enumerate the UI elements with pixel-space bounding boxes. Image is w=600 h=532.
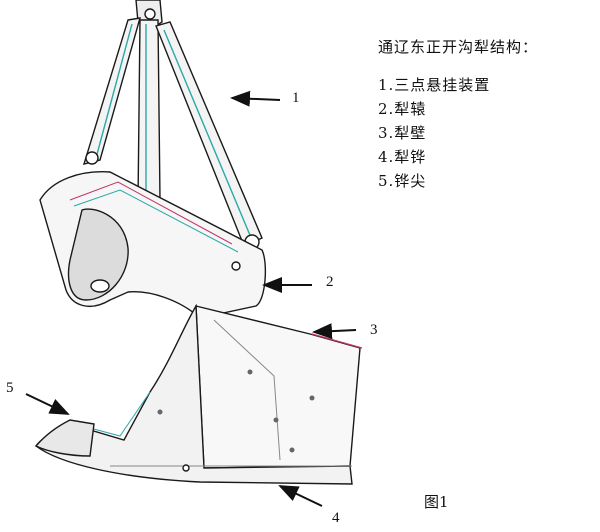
- callout-label-2: 2: [326, 274, 334, 290]
- legend-item-share: 4.犁铧: [378, 148, 427, 166]
- share-point: [34, 419, 95, 457]
- legend-item-mouldboard: 3.犁壁: [378, 124, 427, 142]
- legend-item-beam: 2.犁辕: [378, 100, 427, 118]
- legend-item-share-point: 5.铧尖: [378, 172, 427, 190]
- mouldboard: [195, 305, 363, 469]
- callout-arrow-3: [312, 323, 357, 340]
- callout-arrow-1: [230, 90, 281, 107]
- plough-beam: [39, 171, 267, 319]
- legend-title: 通辽东正开沟犁结构：: [378, 38, 539, 56]
- figure-caption: 图1: [424, 493, 449, 511]
- callout-label-1: 1: [292, 90, 300, 106]
- structure-legend: 通辽东正开沟犁结构： 1.三点悬挂装置 2.犁辕 3.犁壁 4.犁铧 5.铧尖: [378, 36, 538, 193]
- callout-label-4: 4: [332, 510, 340, 526]
- callout-arrow-5: [25, 393, 70, 415]
- callout-label-3: 3: [370, 322, 378, 338]
- callout-label-5: 5: [6, 380, 14, 396]
- callout-arrow-4: [278, 485, 323, 507]
- legend-item-hitch: 1.三点悬挂装置: [378, 76, 491, 94]
